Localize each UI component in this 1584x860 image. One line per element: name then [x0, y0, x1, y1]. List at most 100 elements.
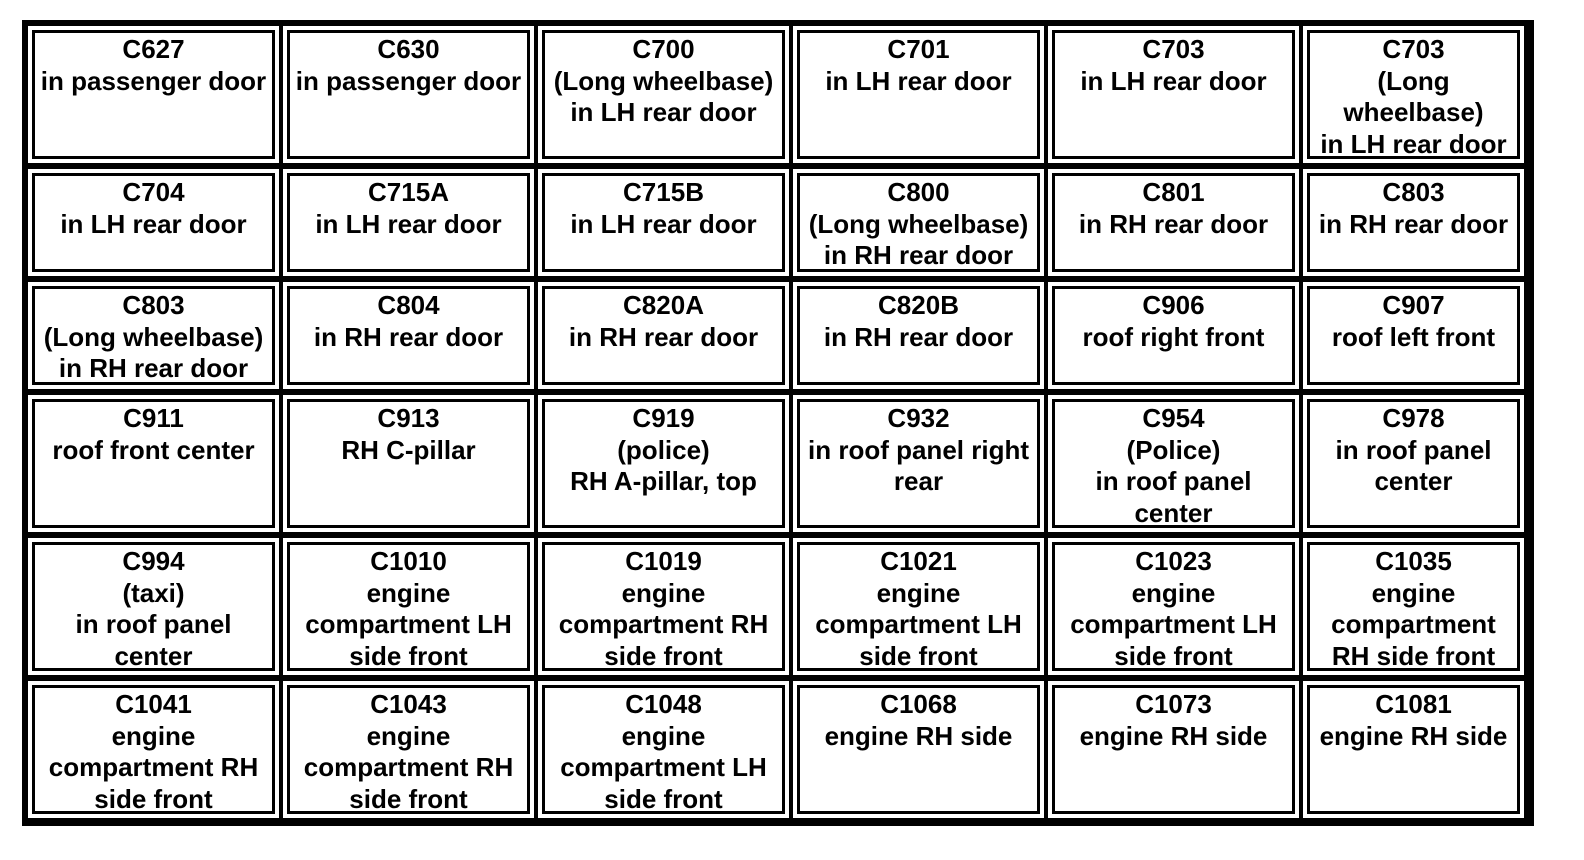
connector-code: C913	[377, 403, 440, 433]
connector-code: C1010	[370, 546, 447, 576]
connector-code: C919	[632, 403, 695, 433]
connector-location-line: engine	[1131, 577, 1216, 608]
connector-location-line: engine	[876, 577, 961, 608]
connector-location-line: in RH rear door	[1318, 208, 1509, 239]
connector-code: C1081	[1375, 689, 1452, 719]
connector-location-line: (Police)	[1126, 434, 1221, 465]
connector-location-line: RH C-pillar	[341, 434, 476, 465]
connector-location-line: (taxi)	[122, 577, 185, 608]
connector-location-line: roof left front	[1331, 321, 1496, 352]
connector-location-line: side front	[94, 783, 213, 814]
connector-location-line: (Long	[1377, 65, 1450, 96]
connector-location-line: in LH rear door	[825, 65, 1012, 96]
connector-location-line: in LH rear door	[315, 208, 502, 239]
connector-code: C1023	[1135, 546, 1212, 576]
connector-code: C820B	[878, 290, 959, 320]
connector-location-line: in LH rear door	[1080, 65, 1267, 96]
connector-location-line: RH A-pillar, top	[570, 466, 757, 497]
connector-cell: C800(Long wheelbase)in RH rear door	[793, 169, 1044, 276]
connector-code: C1048	[625, 689, 702, 719]
connector-location-line: side front	[349, 640, 468, 671]
connector-cell: C700(Long wheelbase)in LH rear door	[538, 26, 789, 163]
connector-code: C701	[887, 34, 950, 64]
connector-location-line: side front	[859, 640, 978, 671]
connector-cell: C919(police)RH A-pillar, top	[538, 395, 789, 532]
connector-location-line: (police)	[617, 434, 710, 465]
connector-location-line: roof right front	[1082, 321, 1265, 352]
connector-location-line: in RH rear door	[58, 353, 249, 384]
connector-code: C715A	[368, 177, 449, 207]
connector-location-line: compartment LH	[305, 609, 512, 640]
connector-location-line: engine RH side	[824, 720, 1013, 751]
connector-code: C907	[1382, 290, 1445, 320]
connector-code: C994	[122, 546, 185, 576]
connector-location-line: side front	[349, 783, 468, 814]
connector-location-line: side front	[604, 783, 723, 814]
connector-location-line: engine	[1371, 577, 1456, 608]
connector-cell: C803(Long wheelbase)in RH rear door	[28, 282, 279, 389]
connector-location-line: in LH rear door	[570, 97, 757, 128]
connector-location-line: in LH rear door	[1320, 128, 1507, 159]
connector-location-line: (Long wheelbase)	[808, 208, 1029, 239]
connector-code: C911	[123, 403, 184, 433]
connector-location-line: wheelbase)	[1343, 97, 1484, 128]
connector-location-line: compartment LH	[815, 609, 1022, 640]
connector-code: C803	[122, 290, 185, 320]
connector-location-line: compartment LH	[1070, 609, 1277, 640]
connector-code: C1068	[880, 689, 957, 719]
connector-code: C978	[1382, 403, 1445, 433]
connector-location-line: in LH rear door	[570, 208, 757, 239]
connector-code: C700	[632, 34, 695, 64]
connector-code: C804	[377, 290, 440, 320]
connector-location-line: side front	[1114, 640, 1233, 671]
connector-location-line: engine	[366, 720, 451, 751]
connector-location-line: engine RH side	[1319, 720, 1508, 751]
connector-location-line: in roof panel	[1095, 466, 1252, 497]
connector-code: C801	[1142, 177, 1205, 207]
connector-location-line: RH side front	[1331, 640, 1496, 671]
connector-location-line: engine	[366, 577, 451, 608]
connector-code: C820A	[623, 290, 704, 320]
connector-location-line: in passenger door	[295, 65, 522, 96]
connector-code: C932	[887, 403, 950, 433]
connector-code: C1043	[370, 689, 447, 719]
connector-code: C1021	[880, 546, 957, 576]
connector-location-line: (Long wheelbase)	[553, 65, 774, 96]
connector-location-line: in roof panel right	[808, 434, 1029, 465]
connector-code: C954	[1142, 403, 1205, 433]
connector-location-line: in RH rear door	[1078, 208, 1269, 239]
connector-location-line: compartment LH	[560, 752, 767, 783]
connector-location-line: in roof panel	[75, 609, 232, 640]
connector-location-line: engine	[621, 720, 706, 751]
connector-location-line: in RH rear door	[313, 321, 504, 352]
connector-location-line: compartment RH	[48, 752, 259, 783]
connector-code: C1035	[1375, 546, 1452, 576]
